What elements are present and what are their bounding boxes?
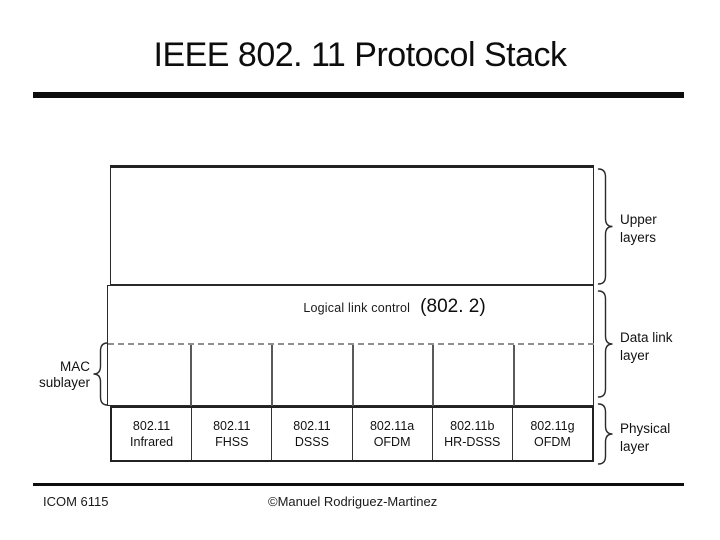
phy-cell-80211g-ofdm: 802.11g OFDM [513, 408, 592, 460]
mac-column-divider [190, 345, 192, 406]
phy-cell-80211b-hrdsss: 802.11b HR-DSSS [433, 408, 513, 460]
mac-sublayer-label-line2: sublayer [38, 374, 90, 390]
physical-layer-label-line1: Physical [620, 421, 671, 436]
footer-copyright: ©Manuel Rodriguez-Martinez [268, 494, 438, 509]
phy-standard: 802.11 [132, 419, 171, 433]
upper-layers-brace [597, 168, 614, 285]
phy-modulation: OFDM [534, 435, 571, 449]
upper-layers-label-line1: Upper [620, 212, 657, 227]
data-link-layer-brace [597, 290, 614, 398]
mac-column-divider [352, 345, 354, 406]
phy-modulation: Infrared [130, 435, 174, 449]
phy-standard: 802.11g [530, 419, 575, 433]
data-link-layer-label-line2: layer [620, 347, 650, 363]
phy-cell-fhss: 802.11 FHSS [192, 408, 273, 460]
footer-course-code: ICOM 6115 [43, 494, 109, 509]
phy-modulation: FHSS [215, 435, 249, 449]
footer-divider-rule [33, 483, 684, 486]
upper-layers-label-line2: layers [620, 229, 657, 245]
physical-layer-brace [597, 403, 614, 465]
phy-standard: 802.11 [293, 419, 331, 433]
mac-sublayer-label-line1: MAC [60, 359, 90, 374]
data-link-layer-label-line1: Data link [620, 330, 673, 345]
page-title: IEEE 802. 11 Protocol Stack [153, 36, 568, 74]
phy-standard: 802.11 [213, 419, 251, 433]
llc-label: Logical link control [303, 301, 411, 315]
phy-modulation: DSSS [294, 435, 329, 449]
phy-standard: 802.11b [450, 419, 495, 433]
mac-column-divider [432, 345, 434, 406]
phy-modulation: HR-DSSS [444, 435, 501, 449]
phy-modulation: OFDM [373, 435, 411, 449]
data-link-box [107, 285, 594, 406]
mac-column-divider [513, 345, 515, 406]
phy-cell-dsss: 802.11 DSSS [272, 408, 353, 460]
mac-column-divider [271, 345, 273, 406]
phy-standard: 802.11a [369, 419, 415, 433]
mac-sublayer-label: MAC sublayer [24, 359, 90, 390]
phy-cell-80211a-ofdm: 802.11a OFDM [353, 408, 433, 460]
upper-layers-box [110, 165, 594, 285]
physical-layer-label-line2: layer [620, 438, 650, 454]
llc-text-row: Logical link control (802. 2) [107, 296, 594, 328]
physical-layer-label: Physical layer [620, 420, 670, 455]
title-divider-rule [33, 92, 684, 98]
llc-standard-label: (802. 2) [420, 296, 486, 317]
upper-layers-label: Upper layers [620, 211, 657, 246]
physical-layer-row: 802.11 Infrared 802.11 FHSS 802.11 DSSS … [110, 406, 594, 462]
phy-cell-infrared: 802.11 Infrared [112, 408, 193, 460]
data-link-layer-label: Data link layer [620, 329, 673, 364]
mac-brace [93, 342, 109, 406]
mac-boundary-dashed-line [108, 343, 594, 345]
